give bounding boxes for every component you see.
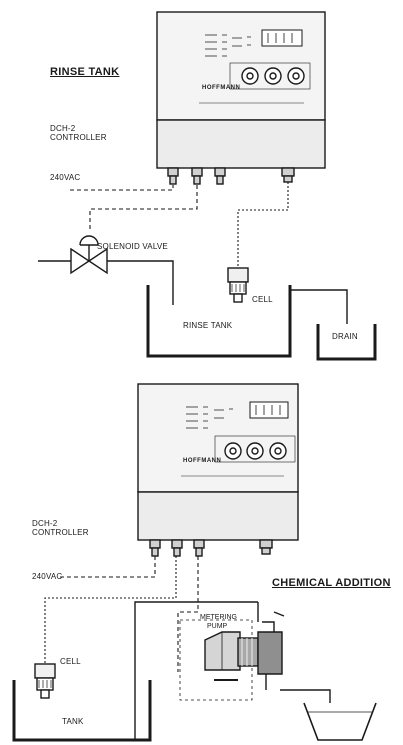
bottom-brand-logo: HOFFMANN (183, 458, 222, 464)
metering-pump (179, 602, 285, 701)
bottom-cell-label: CELL (60, 657, 81, 666)
drain-pipe (290, 289, 348, 324)
top-cell-probe (227, 267, 249, 303)
top-controller-model: DCH-2 (50, 124, 76, 133)
chemical-addition-section-title: CHEMICAL ADDITION (272, 577, 391, 589)
chemical-beaker (303, 702, 377, 741)
rinse-tank-section-title: RINSE TANK (50, 66, 120, 78)
chemical-feed-pipe (134, 601, 258, 740)
bottom-cell-probe (34, 663, 56, 699)
chemical-tank-label: TANK (62, 717, 84, 726)
top-brand-logo: HOFFMANN (202, 85, 241, 91)
rinse-tank-label: RINSE TANK (183, 321, 233, 330)
bottom-power-label: 240VAC (32, 572, 63, 581)
bottom-controller-model: DCH-2 (32, 519, 58, 528)
top-controller-word: CONTROLLER (50, 133, 107, 142)
top-cell-label: CELL (252, 295, 273, 304)
rinse-tank-vessel (146, 285, 292, 358)
bottom-controller-unit (137, 383, 299, 557)
top-power-label: 240VAC (50, 173, 81, 182)
solenoid-valve (38, 235, 174, 305)
solenoid-valve-label: SOLENOID VALVE (97, 242, 168, 251)
drain-vessel (316, 324, 377, 361)
top-controller-unit (156, 11, 326, 185)
drain-label: DRAIN (332, 332, 358, 341)
chemical-tank-vessel (12, 680, 152, 742)
bottom-controller-word: CONTROLLER (32, 528, 89, 537)
bottom-wiring (44, 556, 199, 672)
metering-pump-label-line2: PUMP (207, 623, 228, 630)
pump-suction-line (280, 689, 331, 703)
top-wiring (70, 182, 289, 268)
metering-pump-label-line1: METERING (200, 614, 237, 621)
